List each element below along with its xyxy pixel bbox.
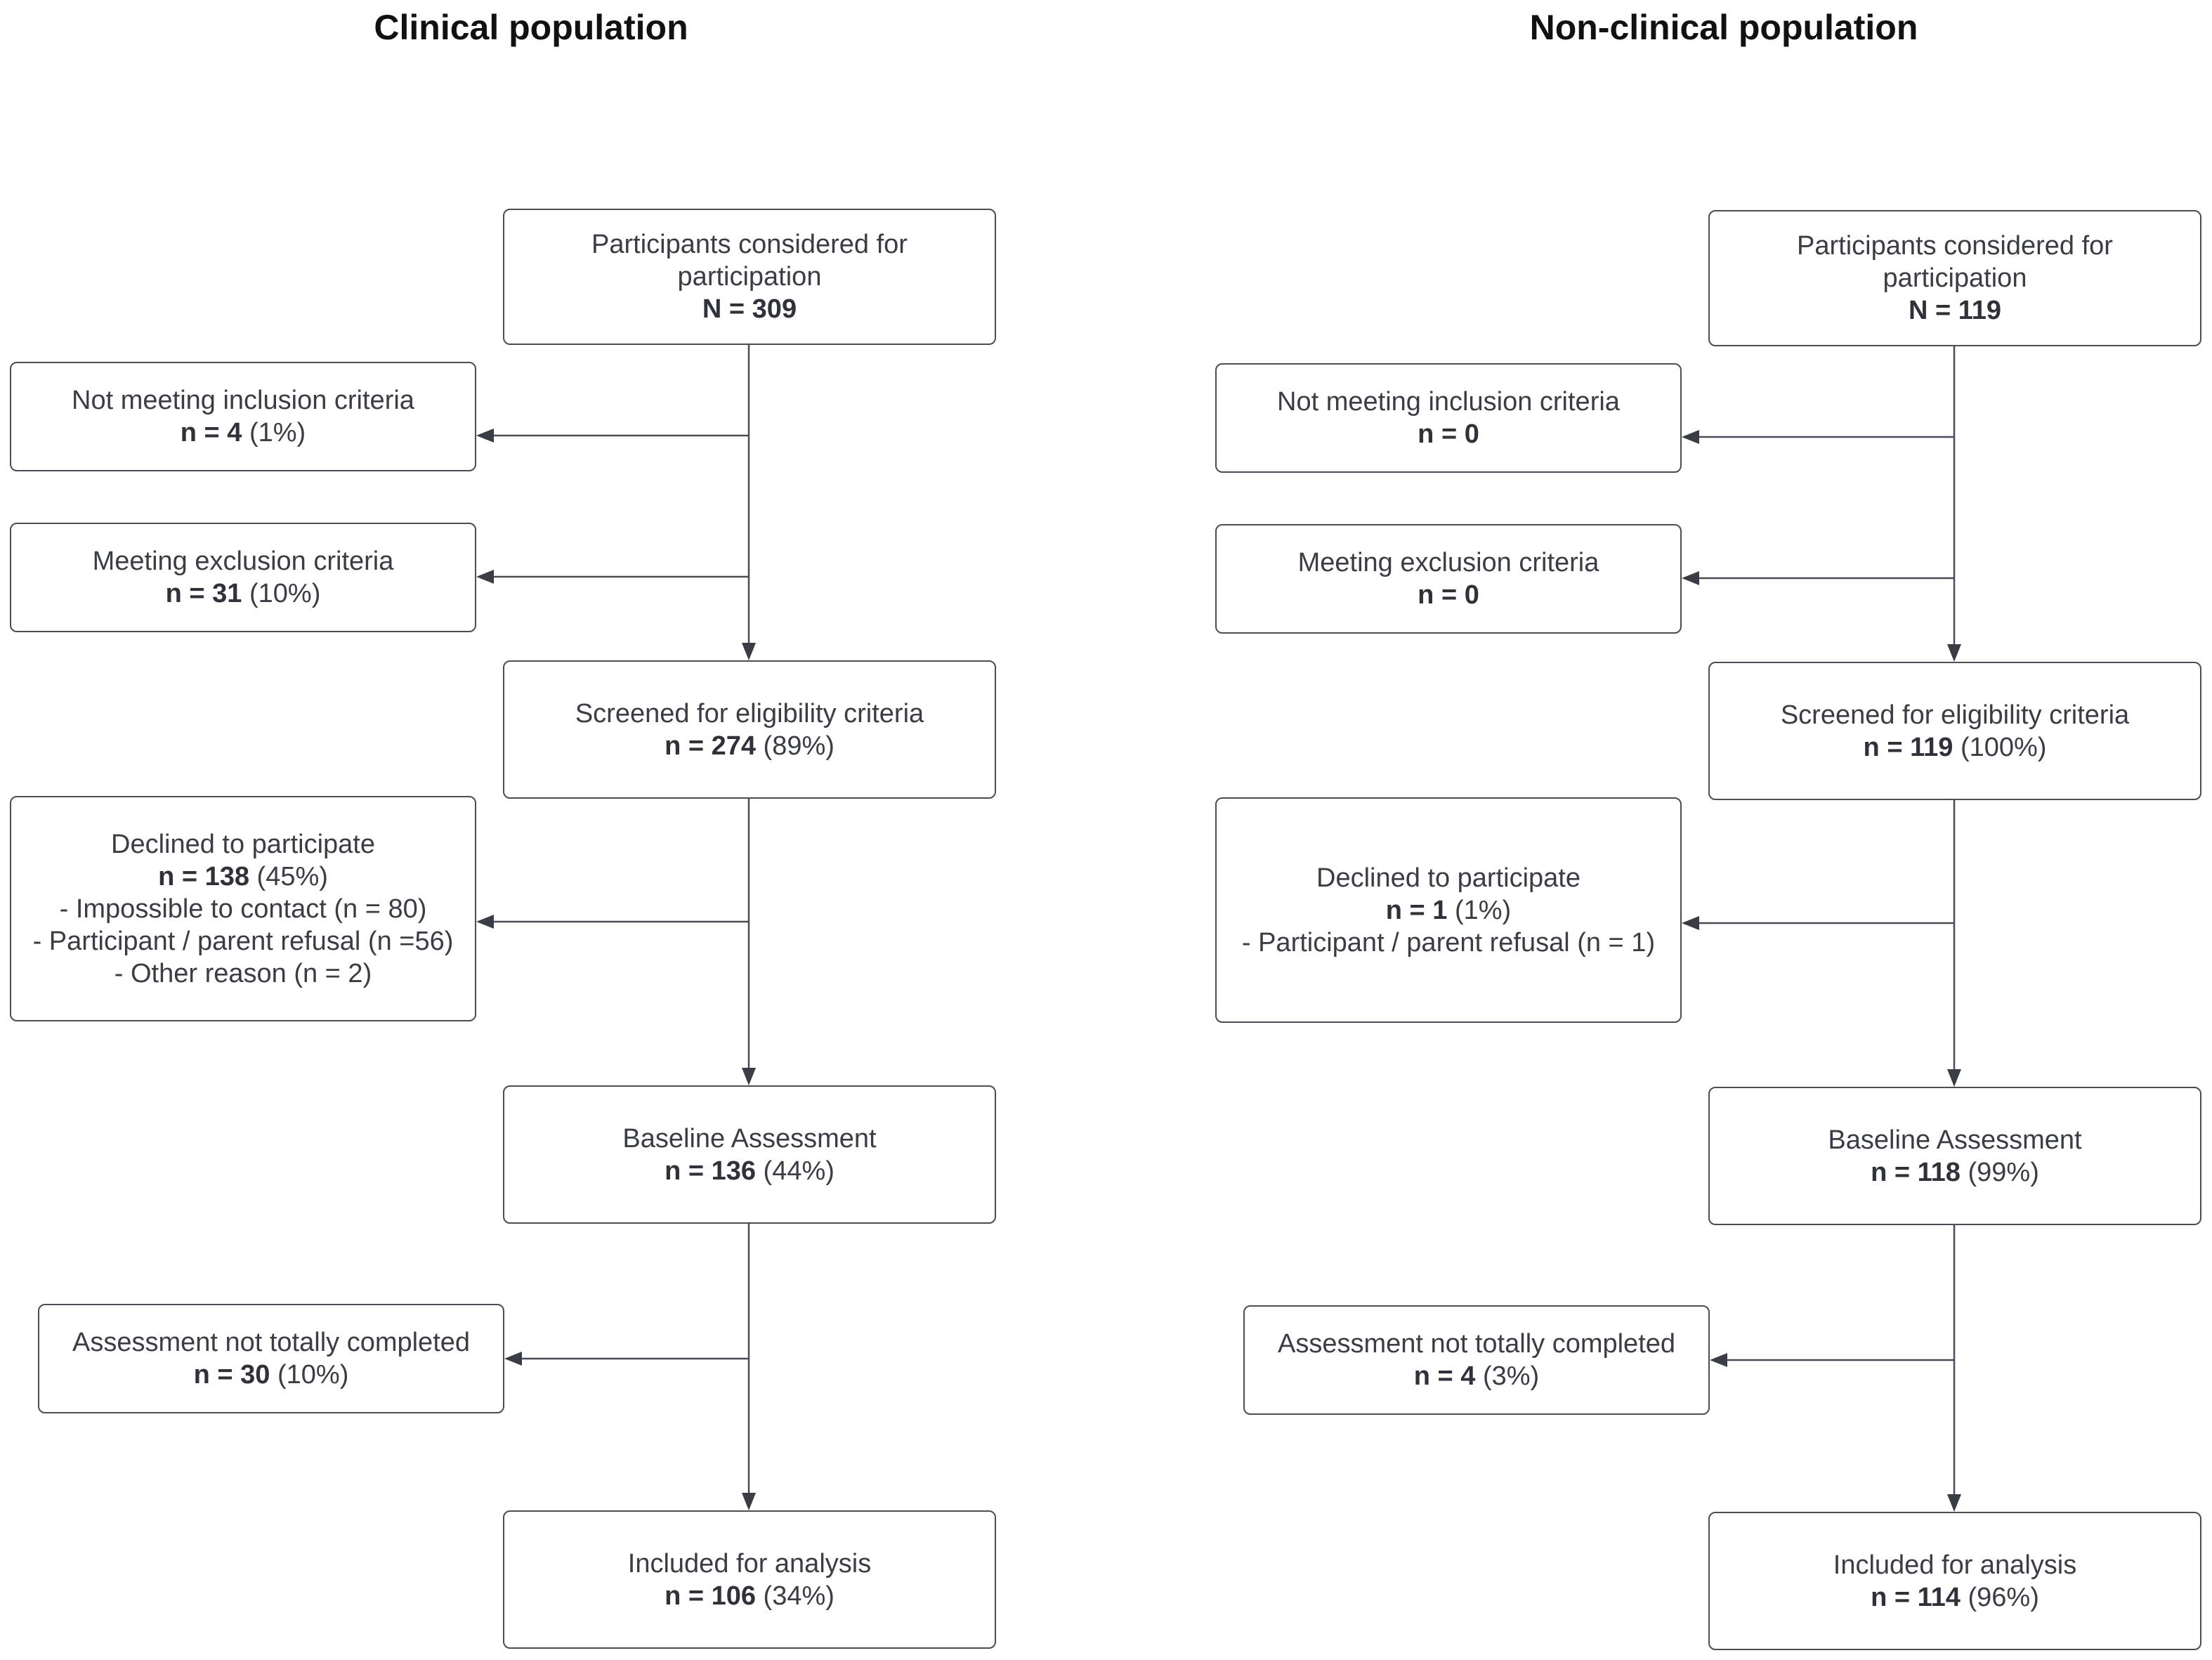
clinical-declined-box: Declined to participate n = 138 (45%) - … [10, 796, 476, 1021]
exclusion-count: n = 31 [165, 579, 242, 608]
clinical-not-meeting-box: Not meeting inclusion criteria n = 4 (1%… [10, 362, 476, 471]
not-meeting-label: Not meeting inclusion criteria [72, 386, 414, 415]
baseline-label: Baseline Assessment [1828, 1125, 2082, 1155]
incomplete-count: n = 30 [193, 1360, 270, 1390]
declined-count: n = 138 [158, 861, 249, 891]
nonclinical-screened-box: Screened for eligibility criteria n = 11… [1708, 662, 2201, 800]
declined-reason: - Participant / parent refusal (n = 1) [1241, 927, 1656, 958]
included-percent: (34%) [763, 1581, 835, 1611]
screened-label: Screened for eligibility criteria [1780, 700, 2130, 730]
considered-count: N = 309 [702, 294, 797, 324]
nonclinical-not-meeting-box: Not meeting inclusion criteria n = 0 [1215, 363, 1682, 473]
screened-count: n = 119 [1863, 732, 1954, 762]
screened-label: Screened for eligibility criteria [575, 698, 924, 728]
nonclinical-incomplete-box: Assessment not totally completed n = 4 (… [1243, 1305, 1710, 1415]
nonclinical-exclusion-box: Meeting exclusion criteria n = 0 [1215, 524, 1682, 634]
clinical-incomplete-box: Assessment not totally completed n = 30 … [38, 1304, 504, 1413]
clinical-title: Clinical population [374, 8, 688, 47]
included-label: Included for analysis [627, 1548, 872, 1579]
clinical-included-box: Included for analysis n = 106 (34%) [503, 1510, 996, 1649]
baseline-percent: (44%) [763, 1156, 835, 1186]
incomplete-percent: (3%) [1482, 1361, 1540, 1391]
declined-reason: - Other reason (n = 2) [114, 958, 372, 988]
baseline-count: n = 118 [1871, 1157, 1961, 1187]
declined-label: Declined to participate [1316, 863, 1581, 893]
included-label: Included for analysis [1833, 1550, 2077, 1580]
declined-label: Declined to participate [111, 829, 375, 859]
not-meeting-count: n = 0 [1418, 419, 1479, 449]
nonclinical-declined-box: Declined to participate n = 1 (1%) - Par… [1215, 797, 1682, 1023]
included-percent: (96%) [1968, 1582, 2039, 1612]
baseline-percent: (99%) [1968, 1157, 2039, 1187]
included-count: n = 106 [665, 1581, 756, 1611]
exclusion-label: Meeting exclusion criteria [92, 547, 394, 576]
not-meeting-label: Not meeting inclusion criteria [1277, 387, 1620, 417]
screened-count: n = 274 [665, 731, 756, 761]
nonclinical-baseline-box: Baseline Assessment n = 118 (99%) [1708, 1087, 2201, 1225]
exclusion-label: Meeting exclusion criteria [1297, 548, 1599, 577]
screened-percent: (100%) [1960, 732, 2047, 762]
incomplete-count: n = 4 [1413, 1361, 1476, 1391]
exclusion-percent: (10%) [249, 579, 321, 608]
incomplete-percent: (10%) [277, 1360, 349, 1390]
clinical-baseline-box: Baseline Assessment n = 136 (44%) [503, 1085, 996, 1224]
nonclinical-title: Non-clinical population [1529, 8, 1918, 47]
clinical-exclusion-box: Meeting exclusion criteria n = 31 (10%) [10, 523, 476, 632]
exclusion-count: n = 0 [1418, 580, 1479, 610]
declined-reason: - Participant / parent refusal (n =56) [32, 926, 454, 956]
considered-label: Participants considered for participatio… [1797, 231, 2113, 293]
baseline-count: n = 136 [665, 1156, 756, 1186]
clinical-screened-box: Screened for eligibility criteria n = 27… [503, 660, 996, 799]
nonclinical-included-box: Included for analysis n = 114 (96%) [1708, 1512, 2201, 1650]
considered-count: N = 119 [1908, 296, 2002, 325]
screened-percent: (89%) [763, 731, 835, 761]
declined-percent: (1%) [1454, 895, 1512, 925]
baseline-label: Baseline Assessment [622, 1123, 877, 1153]
declined-count: n = 1 [1385, 895, 1448, 925]
clinical-considered-box: Participants considered for participatio… [503, 209, 996, 345]
declined-percent: (45%) [256, 861, 328, 891]
incomplete-label: Assessment not totally completed [72, 1328, 471, 1357]
nonclinical-considered-box: Participants considered for participatio… [1708, 210, 2201, 346]
incomplete-label: Assessment not totally completed [1277, 1329, 1676, 1359]
included-count: n = 114 [1871, 1582, 1961, 1612]
not-meeting-percent: (1%) [249, 418, 306, 447]
arrowheads [476, 429, 1961, 1512]
not-meeting-count: n = 4 [180, 418, 242, 447]
considered-label: Participants considered for participatio… [591, 230, 908, 292]
declined-reason: - Impossible to contact (n = 80) [59, 894, 427, 924]
